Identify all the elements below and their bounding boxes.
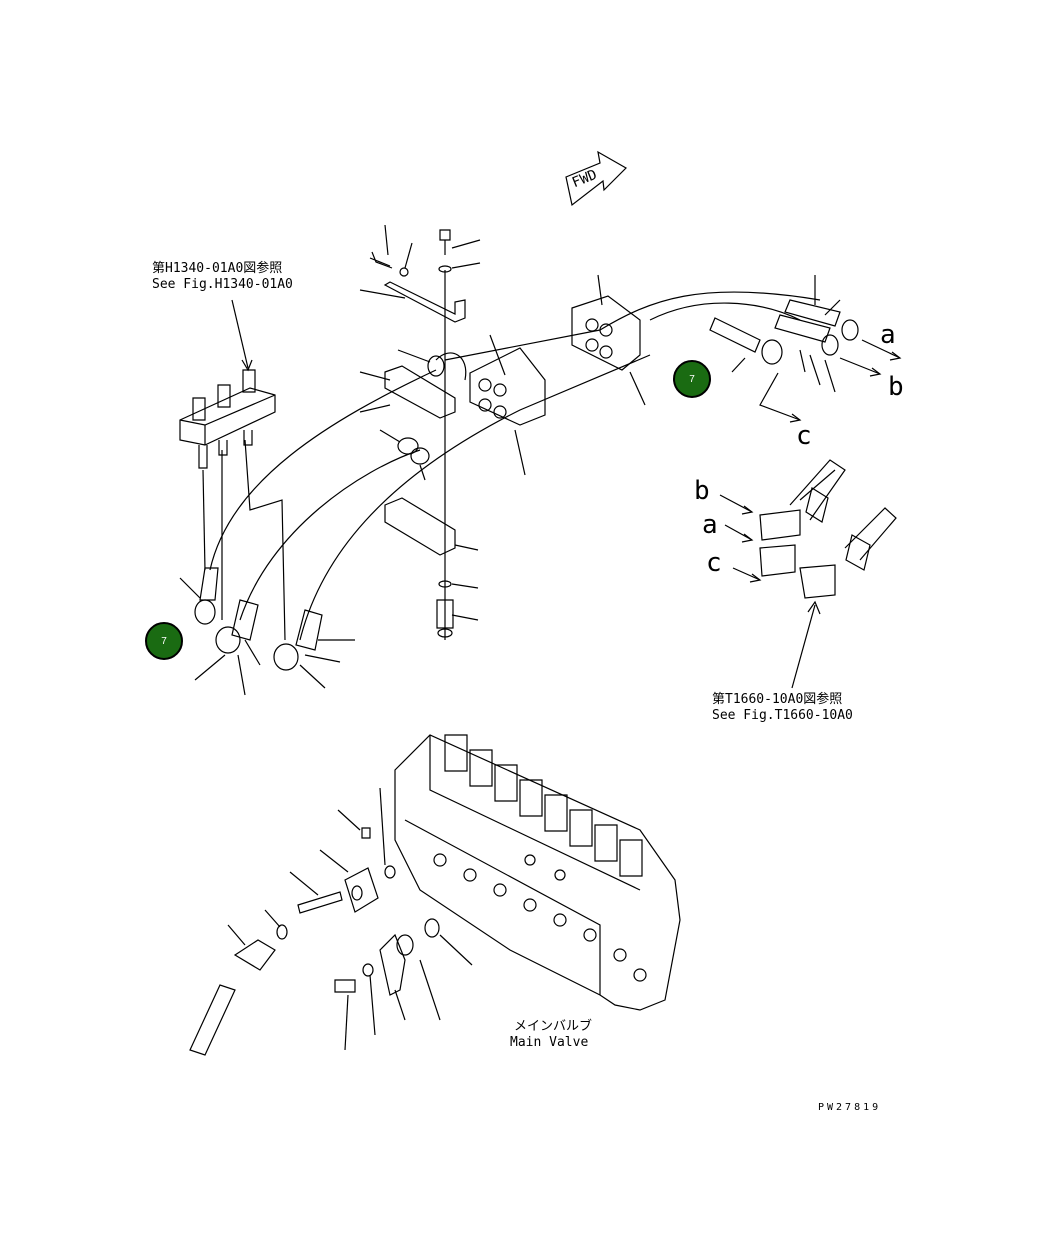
callout-marker-7-right: 7 <box>673 360 711 398</box>
callout-marker-number: 7 <box>689 373 695 385</box>
connection-label-a-upper: a <box>880 320 896 350</box>
upper-bracket-assembly <box>360 225 480 640</box>
connection-label-b-upper: b <box>888 372 904 402</box>
fwd-arrow-icon <box>566 152 626 205</box>
clamp-blocks <box>360 275 645 555</box>
drawing-code: PW27819 <box>818 1102 882 1113</box>
main-valve-body <box>395 735 680 1010</box>
callout-marker-7-left: 7 <box>145 622 183 660</box>
reference-h1340-jp: 第H1340-01A0図参照 <box>152 261 283 276</box>
hose-fittings-right <box>710 275 900 422</box>
valve-fitting-parts <box>190 788 472 1055</box>
manifold-block <box>180 300 275 468</box>
main-valve-label-en: Main Valve <box>510 1035 589 1050</box>
connection-label-a-lower: a <box>702 510 718 540</box>
connector-detail-view <box>720 460 896 688</box>
hose-lines <box>203 292 820 640</box>
main-valve-label-jp: メインバルブ <box>514 1019 593 1034</box>
hose-fittings-left <box>180 568 355 695</box>
reference-h1340-en: See Fig.H1340-01A0 <box>152 277 293 292</box>
connection-label-c-upper: c <box>796 421 812 451</box>
reference-t1660-jp: 第T1660-10A0図参照 <box>712 692 843 707</box>
connection-label-b-lower: b <box>694 476 710 506</box>
callout-marker-number: 7 <box>161 635 167 647</box>
connection-label-c-lower: c <box>706 548 722 578</box>
reference-t1660-en: See Fig.T1660-10A0 <box>712 708 853 723</box>
